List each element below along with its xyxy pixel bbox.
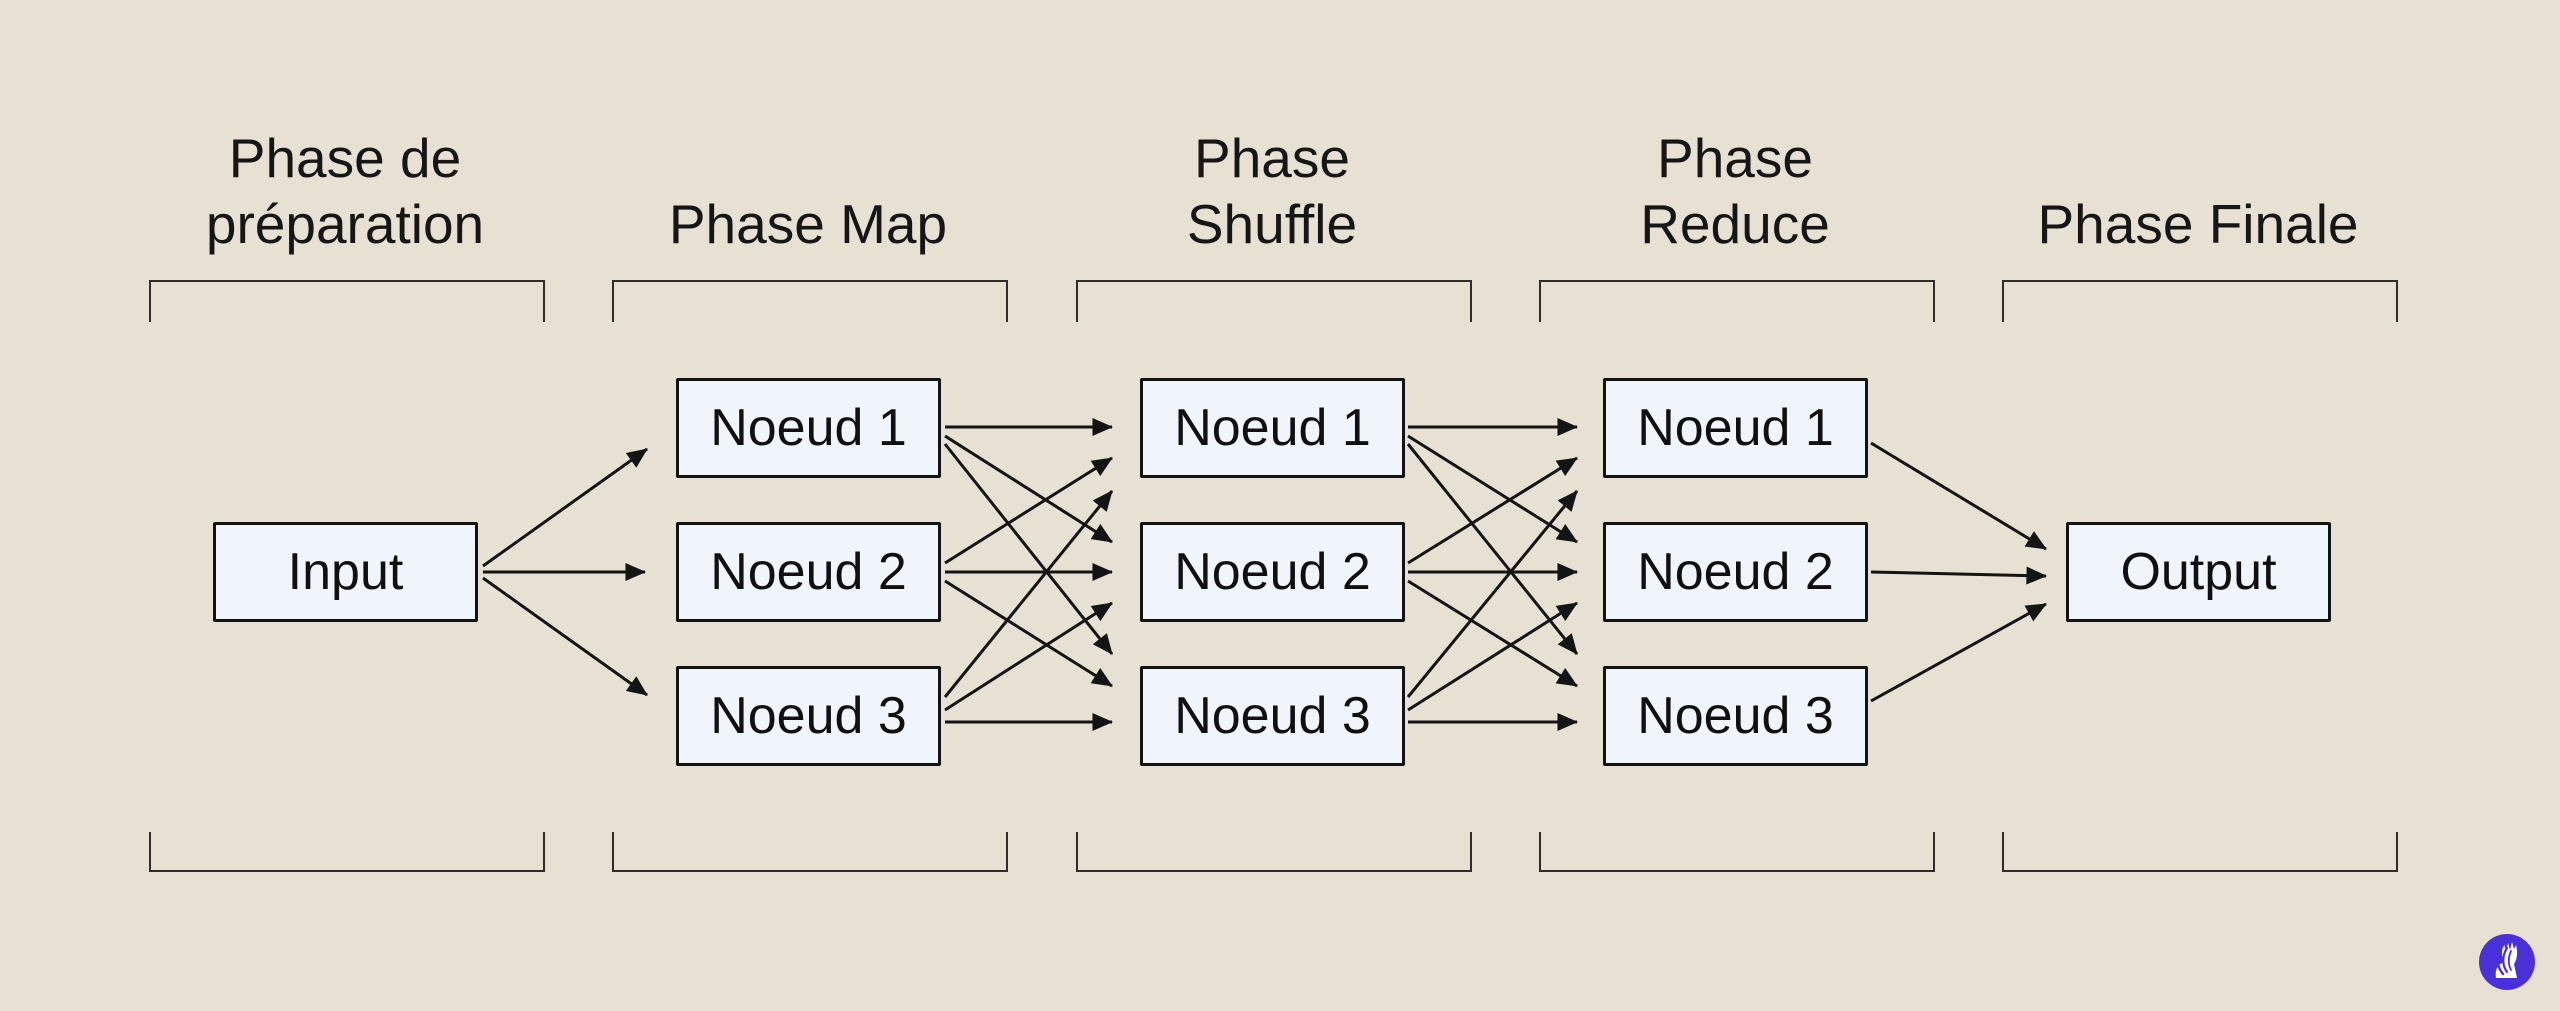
arrow-map1-shuffle2	[944, 434, 1113, 544]
phase-title-finale: Phase Finale	[2037, 193, 2359, 255]
arrow-input-map3	[482, 576, 648, 697]
arrow-map1-shuffle3	[943, 443, 1114, 655]
phase-title-preparation: Phase de préparation	[205, 127, 485, 255]
arrow-reduce1-output	[1870, 441, 2047, 551]
bracket-top-finale	[2002, 280, 2398, 322]
bracket-bottom-shuffle	[1076, 832, 1472, 872]
node-shuffle-1: Noeud 1	[1140, 378, 1405, 478]
bracket-bottom-finale	[2002, 832, 2398, 872]
node-reduce-2: Noeud 2	[1603, 522, 1868, 622]
node-reduce-3: Noeud 3	[1603, 666, 1868, 766]
bracket-bottom-preparation	[149, 832, 545, 872]
node-output: Output	[2066, 522, 2331, 622]
arrow-map2-shuffle3	[944, 579, 1113, 688]
arrow-map3-shuffle2	[944, 601, 1113, 712]
arrow-map2-shuffle1	[944, 456, 1113, 565]
node-map-3: Noeud 3	[676, 666, 941, 766]
node-shuffle-3: Noeud 3	[1140, 666, 1405, 766]
node-map-1: Noeud 1	[676, 378, 941, 478]
arrow-shuffle3-reduce1	[1406, 490, 1579, 698]
bracket-bottom-map	[612, 832, 1008, 872]
arrow-reduce2-output	[1870, 566, 2048, 585]
arrow-input-map1	[482, 447, 648, 568]
bracket-top-reduce	[1539, 280, 1935, 322]
arrow-shuffle1-reduce2	[1407, 434, 1578, 544]
bracket-top-map	[612, 280, 1008, 322]
arrow-shuffle3-reduce2	[1407, 601, 1578, 712]
node-map-2: Noeud 2	[676, 522, 941, 622]
bracket-bottom-reduce	[1539, 832, 1935, 872]
node-reduce-1: Noeud 1	[1603, 378, 1868, 478]
bracket-top-shuffle	[1076, 280, 1472, 322]
phase-title-map: Phase Map	[668, 193, 948, 255]
node-input: Input	[213, 522, 478, 622]
arrow-map3-shuffle1	[943, 490, 1114, 698]
bracket-top-preparation	[149, 280, 545, 322]
arrow-shuffle2-reduce1	[1407, 456, 1578, 565]
winged-creature-logo-icon	[2479, 934, 2535, 990]
phase-title-shuffle: Phase Shuffle	[1186, 127, 1358, 255]
arrow-shuffle1-reduce3	[1406, 443, 1579, 655]
arrow-shuffle2-reduce3	[1407, 579, 1578, 688]
phase-title-reduce: Phase Reduce	[1640, 127, 1830, 255]
arrow-reduce3-output	[1870, 602, 2047, 703]
node-shuffle-2: Noeud 2	[1140, 522, 1405, 622]
